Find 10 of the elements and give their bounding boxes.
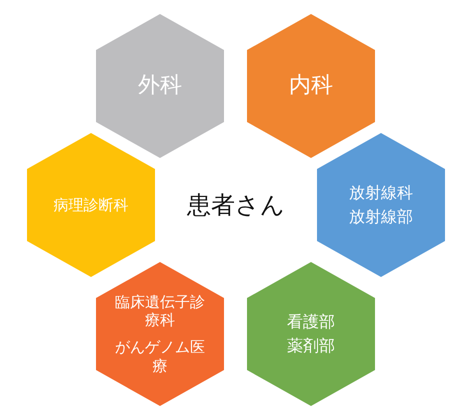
tile-label: 薬剤部 — [287, 336, 335, 356]
tile-label: 臨床遺伝子診療科 — [114, 292, 206, 330]
tile-label: がんゲノム医療 — [114, 338, 206, 376]
tile-label: 内科 — [289, 72, 333, 100]
tile-label: 放射線部 — [349, 207, 413, 227]
tile-label: 放射線科 — [349, 183, 413, 203]
tile-label: 病理診断科 — [54, 196, 128, 214]
tile-label: 外科 — [138, 72, 182, 100]
center-label: 患者さん — [187, 190, 285, 220]
tile-label: 看護部 — [287, 312, 335, 332]
